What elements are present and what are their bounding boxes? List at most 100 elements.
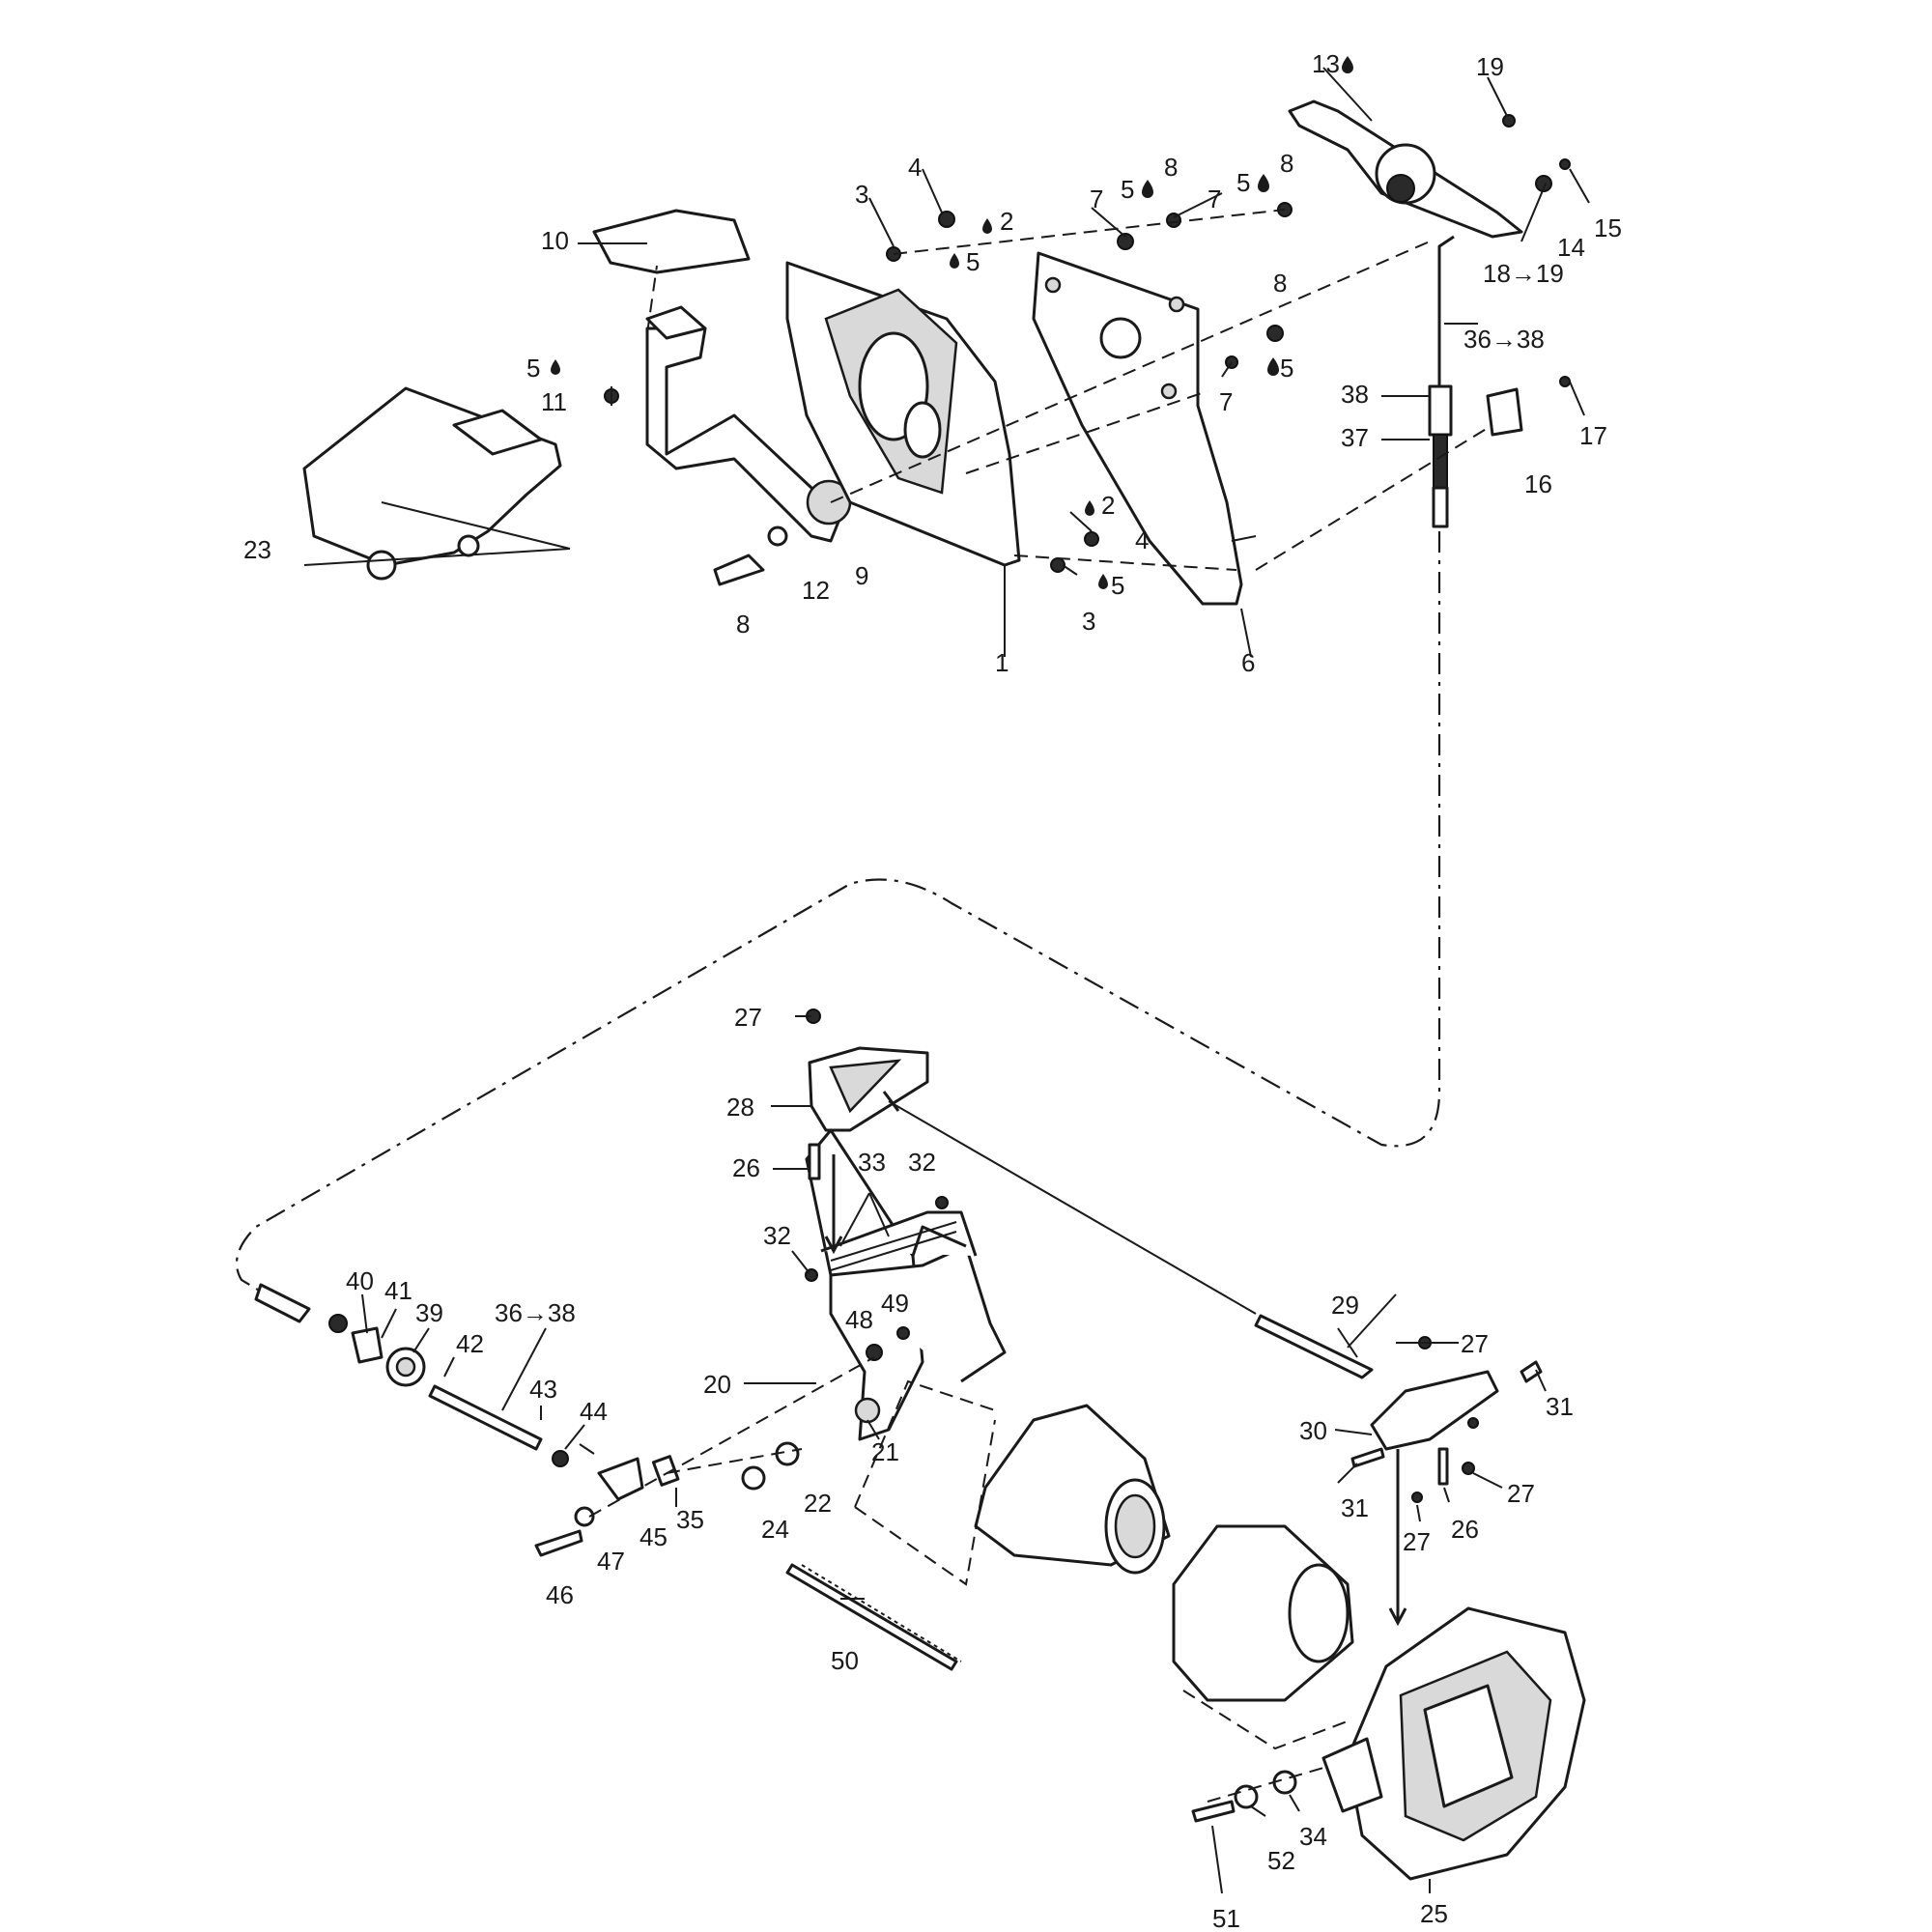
- callout-16: 16: [1524, 469, 1552, 498]
- callout-29: 29: [1331, 1291, 1359, 1320]
- callout-5: 5: [1111, 571, 1124, 600]
- middle-pump-housing: [854, 1379, 1171, 1586]
- callout-46: 46: [546, 1580, 574, 1609]
- drop-icon: [551, 359, 560, 375]
- drop-icon: [1342, 56, 1353, 73]
- callout-8: 8: [736, 610, 750, 639]
- callout-35: 35: [676, 1505, 704, 1534]
- callout-5: 5: [1121, 175, 1134, 204]
- part-1-housing: [785, 261, 1021, 657]
- callout-43: 43: [529, 1375, 557, 1404]
- callout-27: 27: [1461, 1329, 1489, 1358]
- drop-icon: [1098, 574, 1108, 589]
- callout-1: 1: [995, 648, 1009, 677]
- callout-27: 27: [734, 1003, 762, 1032]
- callout-7: 7: [1090, 185, 1103, 213]
- callout-10: 10: [541, 226, 569, 255]
- part-13-handle: [1288, 99, 1523, 239]
- callout-32: 32: [908, 1148, 936, 1177]
- callout-21: 21: [871, 1437, 899, 1466]
- callout-27: 27: [1403, 1527, 1431, 1556]
- part-50-spring: [785, 1563, 962, 1671]
- callout-24: 24: [761, 1515, 789, 1544]
- callout-33: 33: [858, 1148, 886, 1177]
- second-housing: [1172, 1524, 1354, 1750]
- callout-26: 26: [1451, 1515, 1479, 1544]
- callout-38: 38: [1341, 380, 1369, 409]
- callout-8: 8: [1280, 149, 1293, 178]
- callout-5: 5: [1280, 354, 1293, 383]
- callout-52: 52: [1267, 1846, 1295, 1875]
- callout-22: 22: [804, 1489, 832, 1518]
- drop-icon: [1085, 500, 1094, 516]
- callout-34: 34: [1299, 1822, 1327, 1851]
- drop-icon: [950, 253, 959, 269]
- part-36-38-cable-top: [1428, 235, 1455, 528]
- leader-lines: [303, 67, 1590, 1894]
- callout-11: 11: [541, 387, 567, 416]
- part-10-gasket: [592, 209, 751, 274]
- drop-icon: [982, 218, 992, 234]
- callout-26: 26: [732, 1153, 760, 1182]
- callout-41: 41: [384, 1276, 412, 1305]
- callout-8: 8: [1273, 269, 1287, 298]
- callout-28: 28: [726, 1093, 754, 1122]
- part-28-bracket: [808, 1046, 929, 1132]
- callout-15: 15: [1594, 213, 1622, 242]
- callout-2: 2: [1000, 207, 1013, 236]
- part-6-plate: [1032, 251, 1252, 658]
- callout-25: 25: [1420, 1899, 1448, 1928]
- callout-6: 6: [1241, 648, 1255, 677]
- callout-39: 39: [415, 1298, 443, 1327]
- callout-5: 5: [966, 247, 980, 276]
- callout-13: 13: [1312, 49, 1340, 78]
- callout-45: 45: [639, 1522, 668, 1551]
- callout-14: 14: [1557, 233, 1585, 262]
- callout-2: 2: [1101, 491, 1115, 520]
- drop-icon: [1267, 357, 1279, 376]
- bottom-fasteners: [254, 1009, 1543, 1823]
- callout-17: 17: [1579, 421, 1607, 450]
- callout-labels: 1 2 2 3 3 4 4 5 5 5 5 5 5 6 7 7 7 8 8 8 …: [243, 49, 1622, 1932]
- part-16-plate: [1486, 387, 1523, 437]
- callout-7: 7: [1208, 185, 1221, 213]
- callout-18-19: 18→19: [1483, 259, 1564, 288]
- part-25-jet-housing: [1321, 1606, 1586, 1881]
- callout-44: 44: [580, 1397, 608, 1426]
- drop-icon: [1142, 180, 1153, 198]
- part-9-lever: [645, 305, 852, 543]
- part-29-rod: [1254, 1314, 1374, 1379]
- cable-routing-path: [235, 531, 1441, 1310]
- callout-12: 12: [802, 576, 830, 605]
- drop-icon: [1258, 174, 1269, 192]
- top-alignment-lines: [646, 209, 1493, 571]
- callout-31: 31: [1546, 1392, 1574, 1421]
- callout-4: 4: [908, 153, 922, 182]
- callout-31: 31: [1341, 1493, 1369, 1522]
- callout-3: 3: [855, 180, 868, 209]
- callout-36-38: 36→38: [1463, 325, 1545, 354]
- callout-23: 23: [243, 535, 271, 564]
- callout-4: 4: [1135, 526, 1149, 554]
- callout-51: 51: [1212, 1904, 1240, 1932]
- callout-7: 7: [1219, 387, 1233, 416]
- bottom-alignment-lines: [588, 1091, 1407, 1803]
- callout-19: 19: [1476, 52, 1504, 81]
- callout-5: 5: [1236, 168, 1250, 197]
- part-20-frame: [805, 1128, 1007, 1441]
- callout-36-38: 36→38: [495, 1298, 576, 1327]
- part-30-bracket: [1370, 1370, 1499, 1451]
- callout-20: 20: [703, 1370, 731, 1399]
- callout-8: 8: [1164, 153, 1178, 182]
- callout-9: 9: [855, 561, 868, 590]
- callout-37: 37: [1341, 423, 1369, 452]
- callout-42: 42: [456, 1329, 484, 1358]
- callout-3: 3: [1082, 607, 1095, 636]
- callout-47: 47: [597, 1547, 625, 1576]
- lubricant-drop-icons: [551, 56, 1353, 589]
- callout-27: 27: [1507, 1479, 1535, 1508]
- callout-50: 50: [831, 1646, 859, 1675]
- callout-48: 48: [845, 1305, 873, 1334]
- callout-49: 49: [881, 1289, 909, 1318]
